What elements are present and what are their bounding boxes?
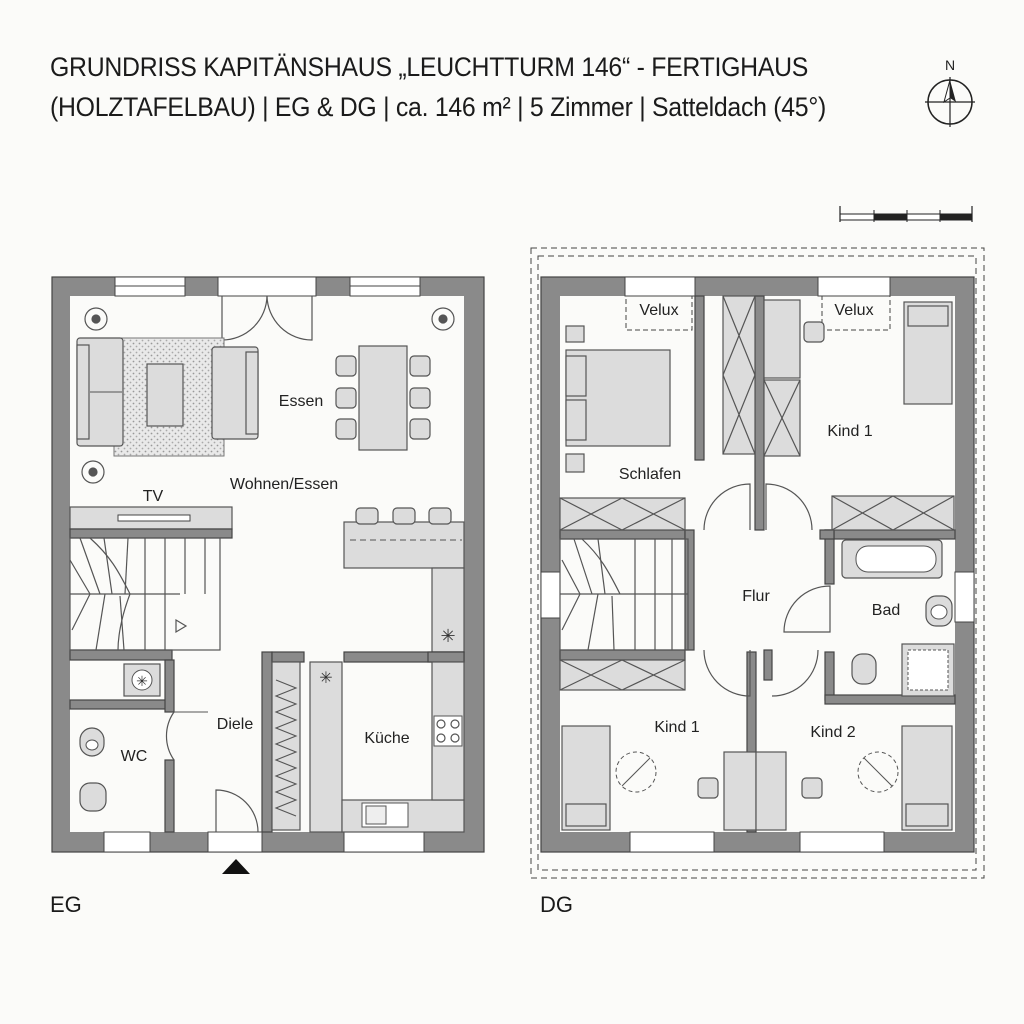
dg-floor-plan: Velux Velux Schlafen Kind 1 Flur Bad Kin… <box>530 247 985 879</box>
room-label-diele: Diele <box>217 716 254 733</box>
room-label-kind1-bottom: Kind 1 <box>654 719 699 736</box>
plan-title-line-1: GRUNDRISS KAPITÄNSHAUS „LEUCHTTURM 146“ … <box>50 52 809 82</box>
floor-label-dg: DG <box>540 892 573 917</box>
room-label-wc: WC <box>121 748 148 765</box>
eg-floor-plan: ✳ <box>51 276 485 874</box>
svg-text:✳: ✳ <box>319 670 332 687</box>
room-label-wohnen-essen: Wohnen/Essen <box>230 476 338 493</box>
room-label-essen: Essen <box>279 393 323 410</box>
compass-north-label: N <box>945 57 955 73</box>
scale-bar <box>839 206 973 222</box>
room-label-kueche: Küche <box>364 730 409 747</box>
svg-text:✳: ✳ <box>136 673 148 689</box>
room-label-schlafen: Schlafen <box>619 466 681 483</box>
room-label-velux-left: Velux <box>639 302 678 319</box>
floor-label-eg: EG <box>50 892 82 917</box>
compass-icon: N <box>925 57 975 127</box>
room-label-kind2: Kind 2 <box>810 724 855 741</box>
plan-title-line-2: (HOLZTAFELBAU) | EG & DG | ca. 146 m² | … <box>50 92 826 122</box>
dg-staircase <box>559 538 689 651</box>
room-label-bad: Bad <box>872 602 900 619</box>
room-label-kind1-top: Kind 1 <box>827 423 872 440</box>
svg-text:✳: ✳ <box>440 626 455 646</box>
room-label-tv: TV <box>143 488 164 505</box>
room-label-flur: Flur <box>742 588 770 605</box>
room-label-velux-right: Velux <box>834 302 873 319</box>
eg-staircase <box>69 537 221 651</box>
